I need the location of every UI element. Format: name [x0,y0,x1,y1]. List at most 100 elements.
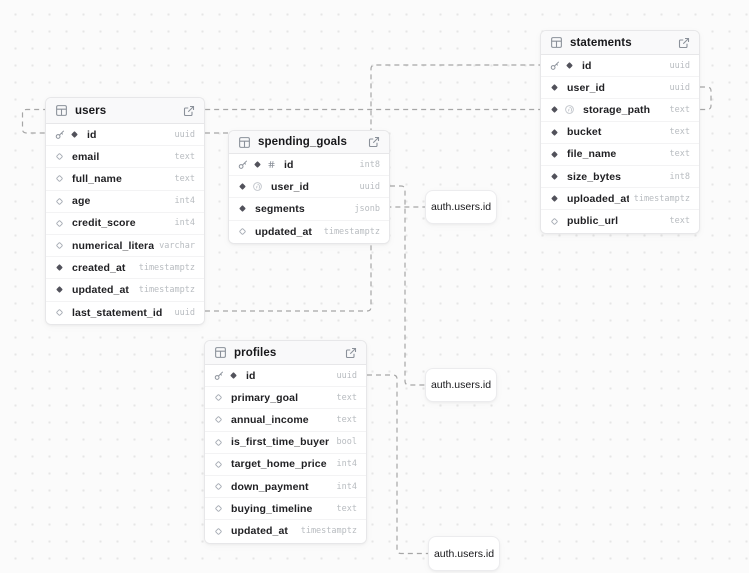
column-row-profiles-down_payment: down_payment int4 [205,475,366,499]
column-type: uuid [174,307,195,318]
diamond-filled-icon [550,194,559,203]
diamond-filled-icon [55,263,64,272]
table-title: statements [570,36,632,49]
diamond-outline-icon [55,219,64,228]
auth-users-id-node-1[interactable]: auth.users.id [425,190,497,224]
column-name: buying_timeline [231,502,313,515]
auth-users-id-node-3[interactable]: auth.users.id [428,536,500,571]
column-type: timestamptz [138,284,195,295]
column-name: id [582,59,592,72]
column-name: credit_score [72,217,136,230]
diamond-outline-icon [55,197,64,206]
column-name: uploaded_at [567,192,629,205]
column-name: numerical_literacy_le... [72,239,155,252]
column-type: text [669,104,690,115]
column-name: email [72,150,100,163]
column-type: varchar [159,240,195,251]
auth-node-label: auth.users.id [430,201,492,213]
column-name: file_name [567,148,617,161]
column-name: bucket [567,126,602,139]
column-row-statements-id: id uuid [541,55,699,78]
column-type: int4 [174,218,195,229]
key-icon [214,371,224,381]
open-table-users-button[interactable] [183,105,195,117]
table-header-users: users [46,98,204,124]
column-name: down_payment [231,480,309,493]
auth-node-label: auth.users.id [430,379,492,391]
table-header-profiles: profiles [205,341,366,365]
column-type: text [336,414,357,425]
column-name: segments [255,202,305,215]
column-type: bool [336,437,357,448]
column-type: text [174,173,195,184]
open-table-profiles-button[interactable] [345,347,357,359]
column-row-spending_goals-id: id int8 [229,154,389,177]
column-name: user_id [271,180,310,193]
column-name: primary_goal [231,391,299,404]
edge-users-last_statement_id-to-statements-id [205,64,540,312]
column-type: uuid [669,60,690,71]
open-table-spending_goals-button[interactable] [368,136,380,148]
table-icon [214,346,227,359]
diamond-filled-icon [70,130,79,139]
column-type: timestamptz [633,193,690,204]
column-type: text [669,127,690,138]
column-name: age [72,195,91,208]
column-name: id [284,158,294,171]
diamond-outline-icon [238,227,247,236]
table-header-spending_goals: spending_goals [229,131,389,154]
table-header-statements: statements [541,31,699,55]
column-row-users-full_name: full_name text [46,168,204,191]
diamond-filled-icon [238,204,247,213]
auth-users-id-node-2[interactable]: auth.users.id [425,368,497,402]
diamond-filled-icon [229,371,238,380]
key-icon [55,130,65,140]
table-title: spending_goals [258,136,347,148]
column-type: jsonb [354,203,380,214]
column-type: int4 [336,481,357,492]
open-table-statements-button[interactable] [678,37,690,49]
column-type: int8 [359,159,380,170]
column-name: id [87,128,97,141]
column-name: storage_path [583,103,651,116]
table-icon [550,36,563,49]
column-type: uuid [359,181,380,192]
diamond-outline-icon [55,241,64,250]
hash-icon [267,160,276,169]
column-name: annual_income [231,413,309,426]
column-type: int8 [669,171,690,182]
external-link-icon [345,347,357,359]
diamond-outline-icon [55,174,64,183]
diamond-outline-icon [214,460,223,469]
column-type: timestamptz [323,226,380,237]
column-row-statements-uploaded_at: uploaded_at timestamptz [541,188,699,211]
diamond-filled-icon [550,105,559,114]
diamond-filled-icon [550,128,559,137]
column-name: full_name [72,172,122,185]
column-row-users-credit_score: credit_score int4 [46,212,204,235]
external-link-icon [678,37,690,49]
edge-spending_goals-user_id-to-auth-users-id-2 [390,185,425,386]
column-row-spending_goals-segments: segments jsonb [229,198,389,221]
diamond-outline-icon [550,217,559,226]
column-type: timestamptz [138,262,195,273]
diamond-filled-icon [550,83,559,92]
column-name: target_home_price [231,458,327,471]
column-name: size_bytes [567,170,622,183]
